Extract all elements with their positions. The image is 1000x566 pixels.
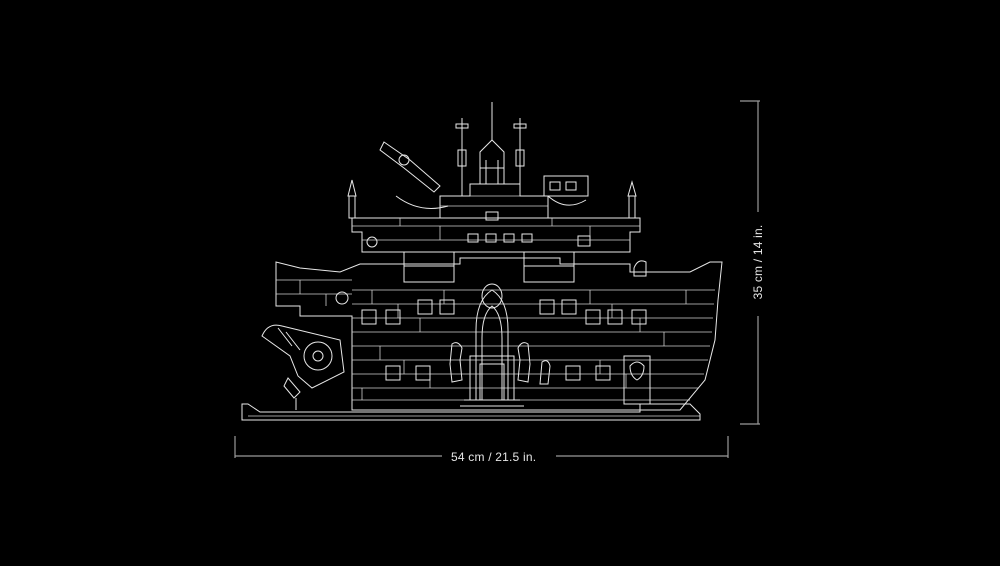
deck-pillars [403, 251, 575, 283]
ship-castle-illustration [241, 102, 723, 421]
bow-cannon [261, 324, 345, 410]
side-statues [449, 342, 551, 385]
top-house-window [485, 211, 499, 221]
stern-emblem [623, 355, 651, 405]
crane-figure [379, 141, 449, 209]
right-cannon [543, 175, 589, 206]
hull-figure [633, 260, 647, 277]
deck-lanterns [347, 179, 637, 219]
central-tower [479, 102, 505, 184]
hull-brick-joints [299, 280, 687, 400]
hull-brick-rows [276, 279, 715, 401]
ship-base [241, 403, 701, 421]
side-masts [455, 118, 527, 196]
height-dimension-label: 35 cm / 14 in. [751, 224, 765, 300]
top-house [439, 183, 549, 219]
width-dimension-line [234, 436, 729, 458]
ship-hull [275, 257, 723, 411]
height-dimension-line [740, 100, 760, 425]
central-doorway [460, 283, 524, 407]
top-house-bricks [440, 195, 548, 207]
hull-windows [335, 291, 647, 381]
upper-deck [351, 217, 641, 253]
upper-deck-windows [366, 233, 591, 248]
width-dimension-label: 54 cm / 21.5 in. [451, 450, 537, 464]
